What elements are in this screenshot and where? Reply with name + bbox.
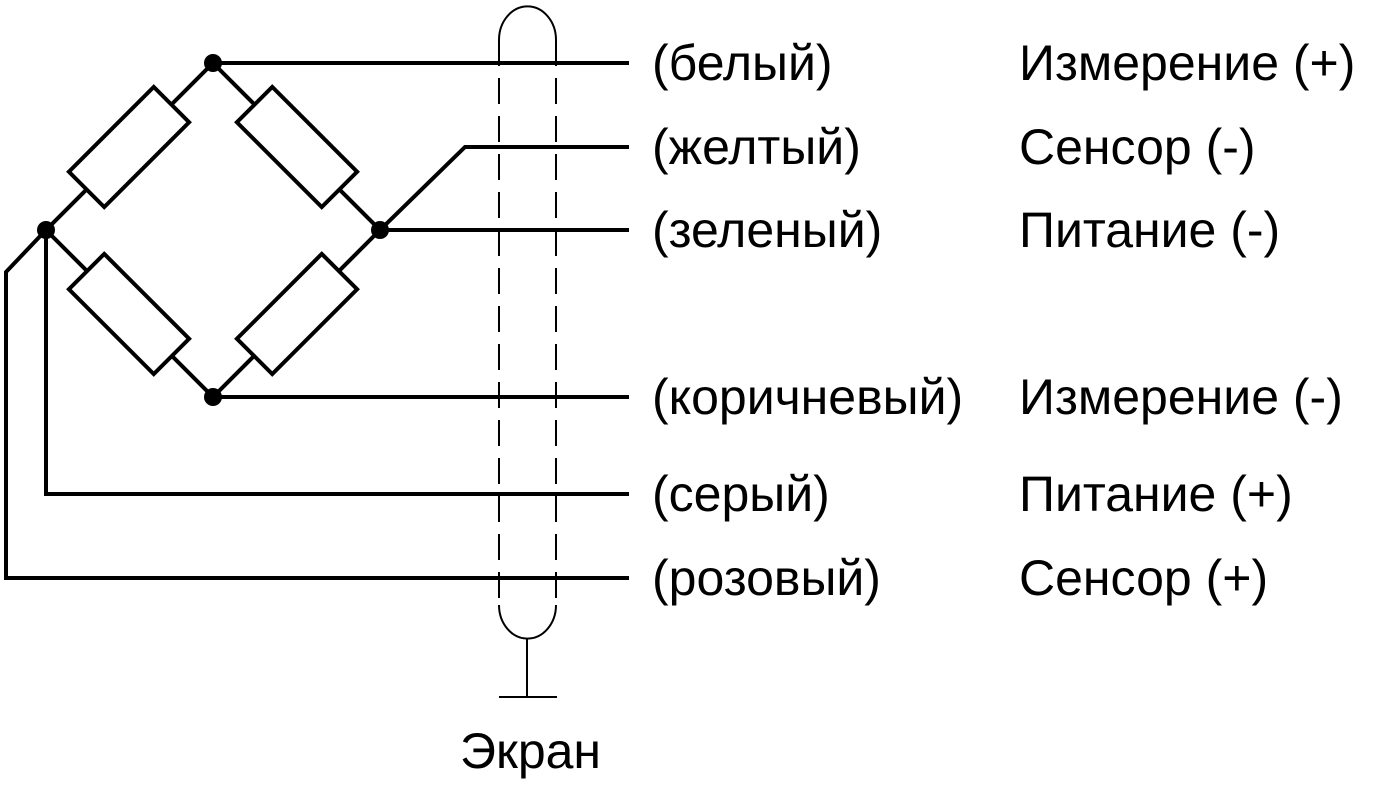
wire-function-label-green: Питание (-) <box>1019 202 1280 258</box>
resistor-bottom-left <box>66 251 192 377</box>
bridge-circuit <box>43 60 383 400</box>
resistor-top-right <box>234 84 360 210</box>
wire-function-label-brown: Измерение (-) <box>1019 369 1343 425</box>
lead-pink <box>3 227 629 580</box>
wire-color-label-pink: (розовый) <box>652 550 881 606</box>
node-top <box>204 54 222 72</box>
wire-function-label-white: Измерение (+) <box>1019 35 1355 91</box>
lead-yellow <box>377 145 629 233</box>
cable-shield: Экран <box>460 5 601 779</box>
shield-top-cap <box>498 5 557 41</box>
wire-color-label-gray: (серый) <box>652 466 830 522</box>
node-left <box>37 221 55 239</box>
wire-function-labels: Измерение (+) Сенсор (-) Питание (-) Изм… <box>1019 35 1355 606</box>
wire-function-label-pink: Сенсор (+) <box>1019 550 1268 606</box>
wire-color-label-white: (белый) <box>652 35 833 91</box>
node-right <box>371 221 389 239</box>
wire-color-label-yellow: (желтый) <box>652 119 861 175</box>
resistor-top-left <box>66 84 192 210</box>
cable-leads <box>3 61 629 580</box>
node-bottom <box>204 388 222 406</box>
wire-color-labels: (белый) (желтый) (зеленый) (коричневый) … <box>652 35 963 606</box>
resistor-bottom-right <box>234 251 360 377</box>
junction-nodes <box>37 54 389 406</box>
wire-color-label-green: (зеленый) <box>652 202 882 258</box>
shield-label: Экран <box>460 723 601 779</box>
shield-bottom-cap <box>498 604 557 640</box>
wire-function-label-gray: Питание (+) <box>1019 466 1293 522</box>
lead-gray <box>44 228 629 496</box>
wire-color-label-brown: (коричневый) <box>652 369 963 425</box>
wire-function-label-yellow: Сенсор (-) <box>1019 119 1256 175</box>
